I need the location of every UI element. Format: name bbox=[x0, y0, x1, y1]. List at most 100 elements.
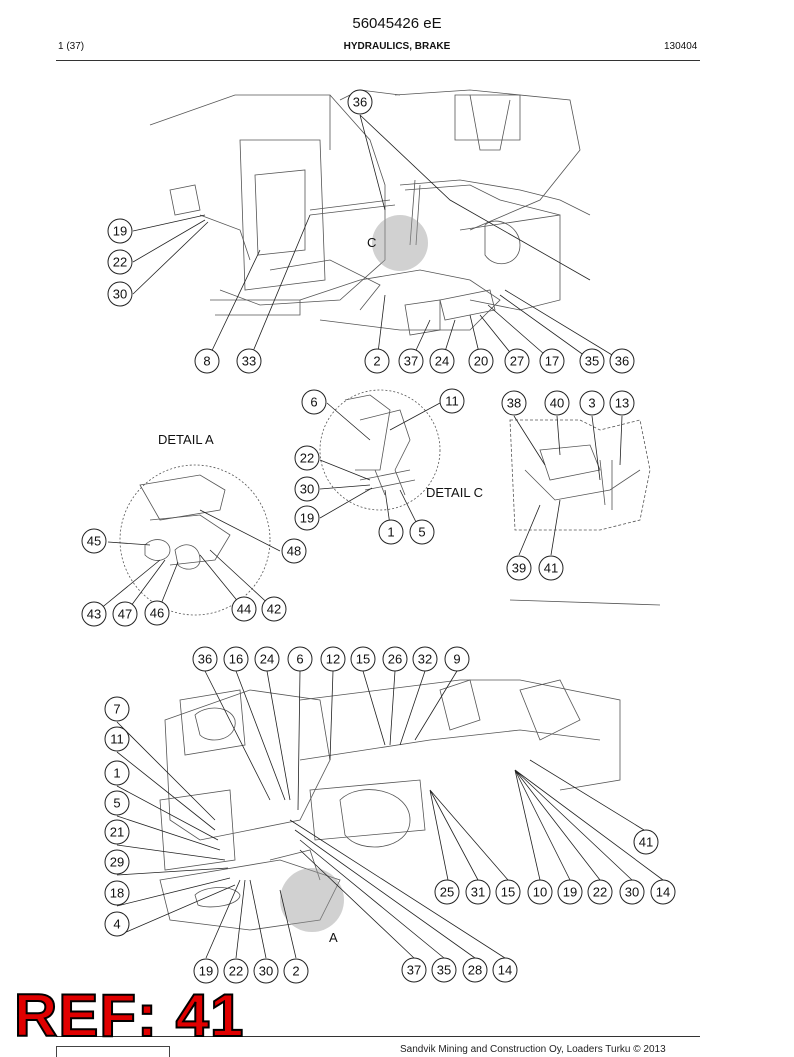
callout-bubble[interactable]: 8 bbox=[194, 348, 220, 374]
callout-bubble[interactable]: 30 bbox=[107, 281, 133, 307]
callout-bubble[interactable]: 11 bbox=[104, 726, 130, 752]
callout-bubble[interactable]: 21 bbox=[104, 819, 130, 845]
footer-copyright: Sandvik Mining and Construction Oy, Load… bbox=[400, 1044, 666, 1055]
svg-text:48: 48 bbox=[287, 544, 301, 559]
callout-bubble[interactable]: 47 bbox=[112, 601, 138, 627]
callout-bubble[interactable]: 39 bbox=[506, 555, 532, 581]
callout-bubble[interactable]: 27 bbox=[504, 348, 530, 374]
svg-text:22: 22 bbox=[229, 964, 243, 979]
svg-text:38: 38 bbox=[507, 396, 521, 411]
callout-bubble[interactable]: 13 bbox=[609, 390, 635, 416]
callout-bubble[interactable]: 30 bbox=[619, 879, 645, 905]
callout-bubble[interactable]: 11 bbox=[439, 388, 465, 414]
callout-bubble[interactable]: 36 bbox=[192, 646, 218, 672]
callout-bubble[interactable]: 6 bbox=[287, 646, 313, 672]
callout-bubble[interactable]: 30 bbox=[253, 958, 279, 984]
callout-bubble[interactable]: 41 bbox=[633, 829, 659, 855]
svg-text:19: 19 bbox=[563, 885, 577, 900]
svg-text:36: 36 bbox=[615, 354, 629, 369]
callout-bubble[interactable]: 42 bbox=[261, 596, 287, 622]
svg-text:37: 37 bbox=[404, 354, 418, 369]
svg-text:1: 1 bbox=[387, 525, 394, 540]
svg-text:41: 41 bbox=[639, 835, 653, 850]
svg-text:7: 7 bbox=[113, 702, 120, 717]
callout-bubble[interactable]: 43 bbox=[81, 601, 107, 627]
callout-bubble[interactable]: 12 bbox=[320, 646, 346, 672]
callout-bubble[interactable]: 1 bbox=[104, 760, 130, 786]
callout-bubble[interactable]: 9 bbox=[444, 646, 470, 672]
callout-bubble[interactable]: 40 bbox=[544, 390, 570, 416]
callout-bubble[interactable]: 4 bbox=[104, 911, 130, 937]
callout-bubble[interactable]: 37 bbox=[398, 348, 424, 374]
callout-bubble[interactable]: 33 bbox=[236, 348, 262, 374]
callout-bubble[interactable]: 29 bbox=[104, 849, 130, 875]
svg-text:5: 5 bbox=[113, 796, 120, 811]
svg-text:14: 14 bbox=[656, 885, 670, 900]
svg-text:35: 35 bbox=[437, 963, 451, 978]
callouts-detail-right: 38 40 3 13 39 41 bbox=[501, 390, 635, 581]
callout-bubble[interactable]: 22 bbox=[587, 879, 613, 905]
svg-text:6: 6 bbox=[296, 652, 303, 667]
callout-bubble[interactable]: 14 bbox=[650, 879, 676, 905]
detail-a-art bbox=[119, 464, 271, 616]
callout-bubble[interactable]: 14 bbox=[492, 957, 518, 983]
leader-lines-detail-c bbox=[319, 402, 441, 533]
svg-text:19: 19 bbox=[199, 964, 213, 979]
callout-bubble[interactable]: 28 bbox=[462, 957, 488, 983]
callout-bubble[interactable]: 22 bbox=[107, 249, 133, 275]
callout-bubble[interactable]: 22 bbox=[294, 445, 320, 471]
callout-bubble[interactable]: 16 bbox=[223, 646, 249, 672]
callout-bubble[interactable]: 1 bbox=[378, 519, 404, 545]
svg-text:6: 6 bbox=[310, 395, 317, 410]
svg-text:37: 37 bbox=[407, 963, 421, 978]
callout-bubble[interactable]: 19 bbox=[557, 879, 583, 905]
callout-bubble[interactable]: 45 bbox=[81, 528, 107, 554]
callout-bubble[interactable]: 7 bbox=[104, 696, 130, 722]
svg-text:4: 4 bbox=[113, 917, 120, 932]
callout-bubble[interactable]: 36 bbox=[347, 89, 373, 115]
callout-bubble[interactable]: 25 bbox=[434, 879, 460, 905]
svg-text:43: 43 bbox=[87, 607, 101, 622]
svg-text:17: 17 bbox=[545, 354, 559, 369]
callout-bubble[interactable]: 5 bbox=[409, 519, 435, 545]
svg-text:30: 30 bbox=[259, 964, 273, 979]
callout-bubble[interactable]: 44 bbox=[231, 596, 257, 622]
callout-bubble[interactable]: 30 bbox=[294, 476, 320, 502]
callout-bubble[interactable]: 5 bbox=[104, 790, 130, 816]
svg-text:36: 36 bbox=[353, 95, 367, 110]
header-divider bbox=[56, 60, 700, 61]
callout-bubble[interactable]: 26 bbox=[382, 646, 408, 672]
callout-bubble[interactable]: 10 bbox=[527, 879, 553, 905]
callouts-detail-c: 6 11 22 30 19 1 5 bbox=[294, 388, 465, 545]
callout-bubble[interactable]: 24 bbox=[429, 348, 455, 374]
callout-bubble[interactable]: 18 bbox=[104, 880, 130, 906]
callout-bubble[interactable]: 19 bbox=[107, 218, 133, 244]
callout-bubble[interactable]: 48 bbox=[281, 538, 307, 564]
svg-text:27: 27 bbox=[510, 354, 524, 369]
callout-bubble[interactable]: 36 bbox=[609, 348, 635, 374]
callout-bubble[interactable]: 37 bbox=[401, 957, 427, 983]
svg-text:28: 28 bbox=[468, 963, 482, 978]
callout-bubble[interactable]: 31 bbox=[465, 879, 491, 905]
callout-bubble[interactable]: 24 bbox=[254, 646, 280, 672]
svg-text:19: 19 bbox=[113, 224, 127, 239]
callout-bubble[interactable]: 3 bbox=[579, 390, 605, 416]
callout-bubble[interactable]: 19 bbox=[294, 505, 320, 531]
callout-bubble[interactable]: 35 bbox=[579, 348, 605, 374]
callout-bubble[interactable]: 19 bbox=[193, 958, 219, 984]
callout-bubble[interactable]: 46 bbox=[144, 600, 170, 626]
callout-bubble[interactable]: 32 bbox=[412, 646, 438, 672]
callout-bubble[interactable]: 2 bbox=[283, 958, 309, 984]
callout-bubble[interactable]: 38 bbox=[501, 390, 527, 416]
callout-bubble[interactable]: 35 bbox=[431, 957, 457, 983]
callout-bubble[interactable]: 15 bbox=[495, 879, 521, 905]
callout-bubble[interactable]: 22 bbox=[223, 958, 249, 984]
callout-bubble[interactable]: 6 bbox=[301, 389, 327, 415]
callout-bubble[interactable]: 17 bbox=[539, 348, 565, 374]
callout-bubble[interactable]: 2 bbox=[364, 348, 390, 374]
callout-bubble[interactable]: 15 bbox=[350, 646, 376, 672]
detail-a-highlight bbox=[280, 868, 344, 932]
callout-bubble[interactable]: 20 bbox=[468, 348, 494, 374]
callout-bubble[interactable]: 41 bbox=[538, 555, 564, 581]
leader-lines-detail-right bbox=[513, 415, 623, 556]
